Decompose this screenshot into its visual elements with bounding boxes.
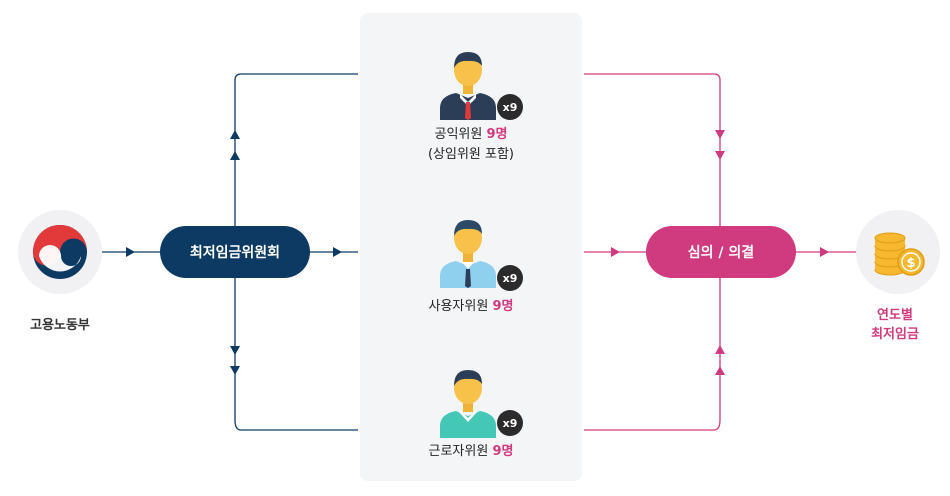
arrow-up-icon [715, 366, 725, 375]
arrow-right-icon [333, 247, 342, 257]
worker-member-label: 근로자위원 9명 [360, 442, 582, 462]
worker-member-count-badge: x9 [497, 410, 523, 436]
worker-member-name: 근로자위원 [428, 444, 489, 459]
employer-member-avatar-icon [440, 220, 496, 288]
deliberation-node: 심의 / 의결 [646, 226, 796, 278]
svg-text:$: $ [906, 256, 915, 271]
coin-stack-icon: $ [874, 232, 925, 276]
arrow-right-icon [820, 247, 829, 257]
result-label-line1: 연도별 [877, 308, 913, 323]
public-member-label: 공익위원 9명 (상임위원 포함) [360, 125, 582, 165]
public-member-name: 공익위원 [434, 127, 483, 142]
arrow-down-icon [230, 366, 240, 375]
public-member-note: (상임위원 포함) [427, 147, 515, 162]
government-emblem-icon [33, 225, 87, 279]
arrow-up-icon [230, 151, 240, 160]
arrow-up-icon [715, 345, 725, 354]
arrow-down-icon [715, 130, 725, 139]
navy-arrowheads [126, 130, 342, 375]
source-label: 고용노동부 [30, 318, 90, 333]
employer-member-name: 사용자위원 [428, 299, 489, 314]
worker-member-count: 9명 [492, 444, 514, 459]
public-member-avatar-icon [440, 52, 496, 120]
arrow-down-icon [230, 346, 240, 355]
arrow-up-icon [230, 130, 240, 139]
arrow-right-icon [126, 247, 135, 257]
employer-member-count: 9명 [492, 299, 514, 314]
result-coin-circle: $ [856, 210, 940, 294]
result-label: 연도별 최저임금 [840, 306, 950, 344]
arrow-right-icon [611, 247, 620, 257]
worker-member-avatar-icon [440, 370, 496, 438]
result-label-line2: 최저임금 [871, 327, 919, 342]
public-member-count-badge: x9 [497, 94, 523, 120]
arrow-down-icon [715, 151, 725, 160]
source-emblem-circle [18, 210, 102, 294]
commission-node: 최저임금위원회 [160, 226, 310, 278]
public-member-count: 9명 [486, 127, 508, 142]
employer-member-count-badge: x9 [497, 265, 523, 291]
pink-arrowheads [611, 130, 829, 375]
employer-member-label: 사용자위원 9명 [360, 297, 582, 317]
